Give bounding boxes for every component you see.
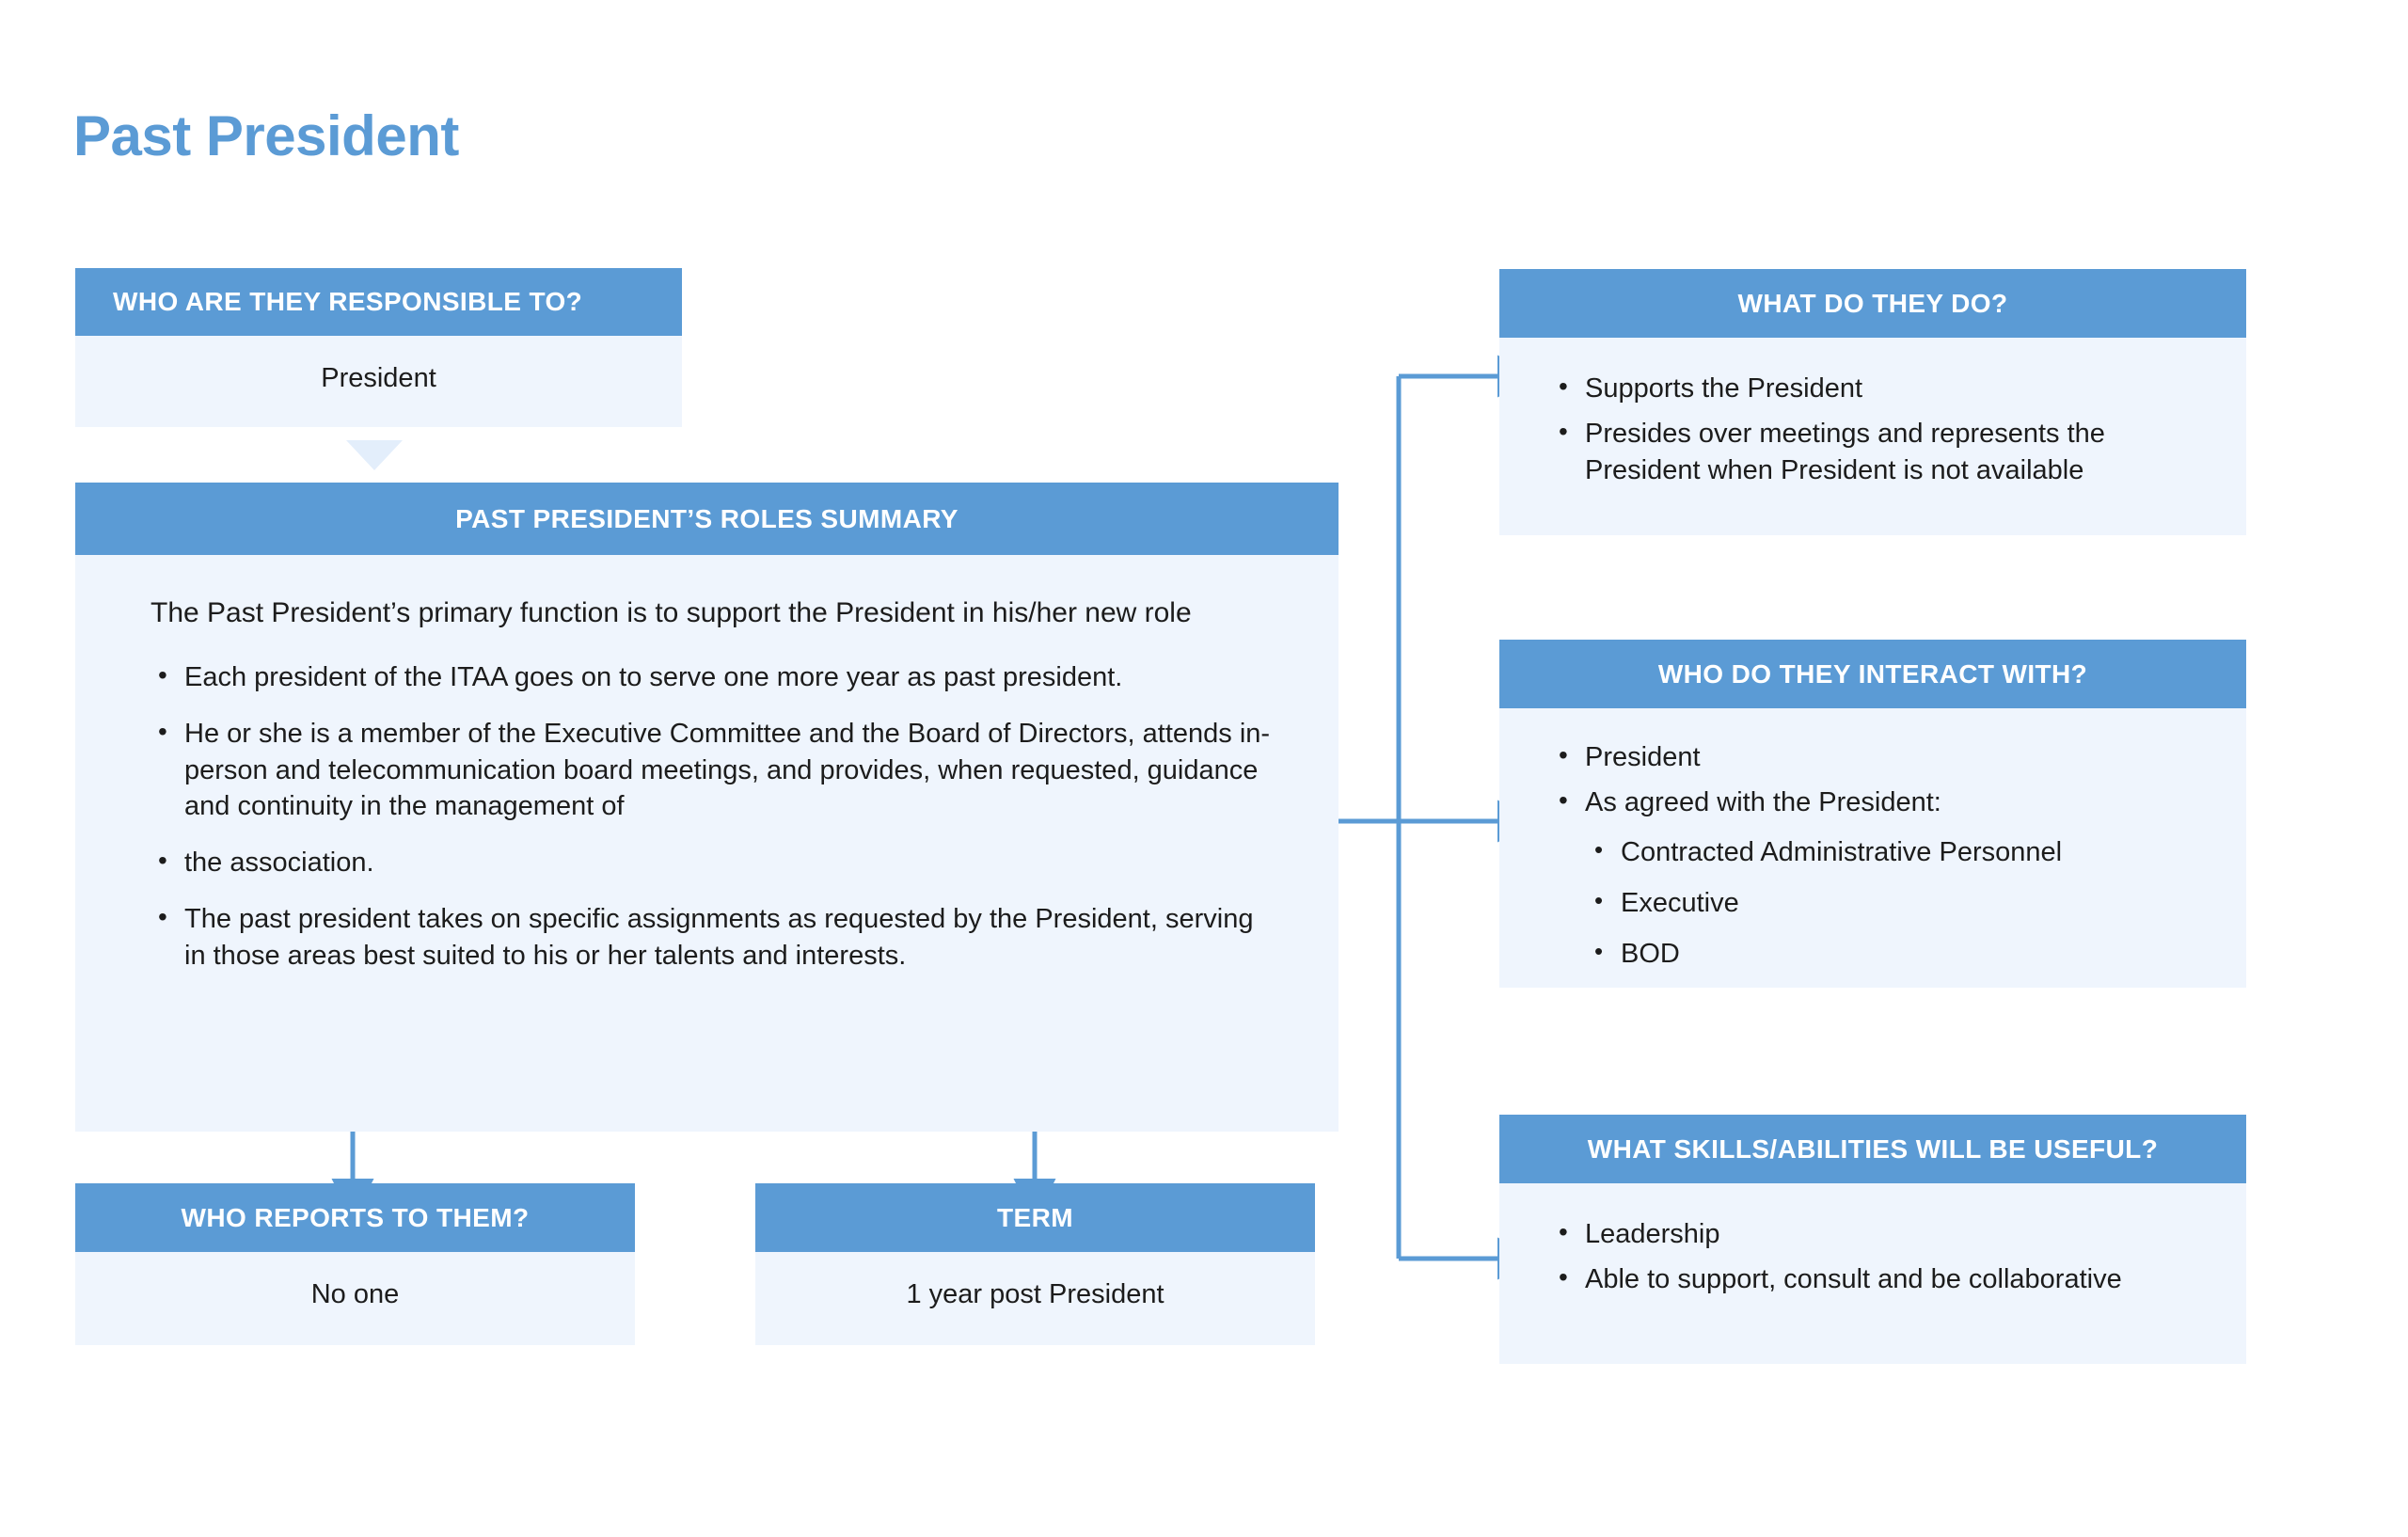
interact-with-sub-bullet-list: Contracted Administrative Personnel Exec… <box>1551 833 2209 973</box>
term-value: 1 year post President <box>906 1279 1164 1309</box>
list-item: As agreed with the President: <box>1551 784 2209 820</box>
card-what-do-they-do: WHAT DO THEY DO? Supports the President … <box>1499 269 2246 535</box>
card-responsible-to-header: WHO ARE THEY RESPONSIBLE TO? <box>75 268 682 336</box>
list-item: the association. <box>150 844 1282 880</box>
card-reports-to-them: WHO REPORTS TO THEM? No one <box>75 1183 635 1345</box>
list-item: BOD <box>1589 935 2209 972</box>
responsible-to-value: President <box>321 363 436 393</box>
card-interact-with-body: President As agreed with the President: … <box>1499 708 2246 988</box>
roles-summary-bullet-list: Each president of the ITAA goes on to se… <box>150 658 1282 974</box>
skills-bullet-list: Leadership Able to support, consult and … <box>1551 1215 2209 1298</box>
card-skills-body: Leadership Able to support, consult and … <box>1499 1183 2246 1364</box>
card-what-do-they-do-body: Supports the President Presides over mee… <box>1499 338 2246 535</box>
card-interact-with-header: WHO DO THEY INTERACT WITH? <box>1499 640 2246 708</box>
list-item: Contracted Administrative Personnel <box>1589 833 2209 870</box>
card-skills: WHAT SKILLS/ABILITIES WILL BE USEFUL? Le… <box>1499 1115 2246 1364</box>
card-roles-summary-body: The Past President’s primary function is… <box>75 555 1339 1132</box>
list-item: President <box>1551 738 2209 775</box>
list-item: Each president of the ITAA goes on to se… <box>150 658 1282 695</box>
card-reports-to-them-header: WHO REPORTS TO THEM? <box>75 1183 635 1252</box>
page-title: Past President <box>73 104 459 167</box>
list-item: Presides over meetings and represents th… <box>1551 415 2209 488</box>
list-item: Leadership <box>1551 1215 2209 1252</box>
card-roles-summary-header: PAST PRESIDENT’S ROLES SUMMARY <box>75 483 1339 555</box>
card-term-header: TERM <box>755 1183 1315 1252</box>
interact-with-bullet-list: President As agreed with the President: <box>1551 738 2209 821</box>
card-term: TERM 1 year post President <box>755 1183 1315 1345</box>
card-term-body: 1 year post President <box>755 1252 1315 1345</box>
list-item: Able to support, consult and be collabor… <box>1551 1260 2209 1297</box>
card-responsible-to-body: President <box>75 336 682 427</box>
card-reports-to-them-body: No one <box>75 1252 635 1345</box>
list-item: The past president takes on specific ass… <box>150 900 1282 974</box>
callout-tail-triangle <box>346 440 403 470</box>
list-item: Supports the President <box>1551 370 2209 406</box>
what-do-they-do-bullet-list: Supports the President Presides over mee… <box>1551 370 2209 488</box>
roles-summary-lead: The Past President’s primary function is… <box>150 597 1192 628</box>
reports-to-them-value: No one <box>310 1279 400 1309</box>
card-interact-with: WHO DO THEY INTERACT WITH? President As … <box>1499 640 2246 988</box>
card-what-do-they-do-header: WHAT DO THEY DO? <box>1499 269 2246 338</box>
card-roles-summary: PAST PRESIDENT’S ROLES SUMMARY The Past … <box>75 483 1339 1132</box>
card-skills-header: WHAT SKILLS/ABILITIES WILL BE USEFUL? <box>1499 1115 2246 1183</box>
card-responsible-to: WHO ARE THEY RESPONSIBLE TO? President <box>75 268 682 427</box>
list-item: He or she is a member of the Executive C… <box>150 715 1282 824</box>
list-item: Executive <box>1589 884 2209 921</box>
